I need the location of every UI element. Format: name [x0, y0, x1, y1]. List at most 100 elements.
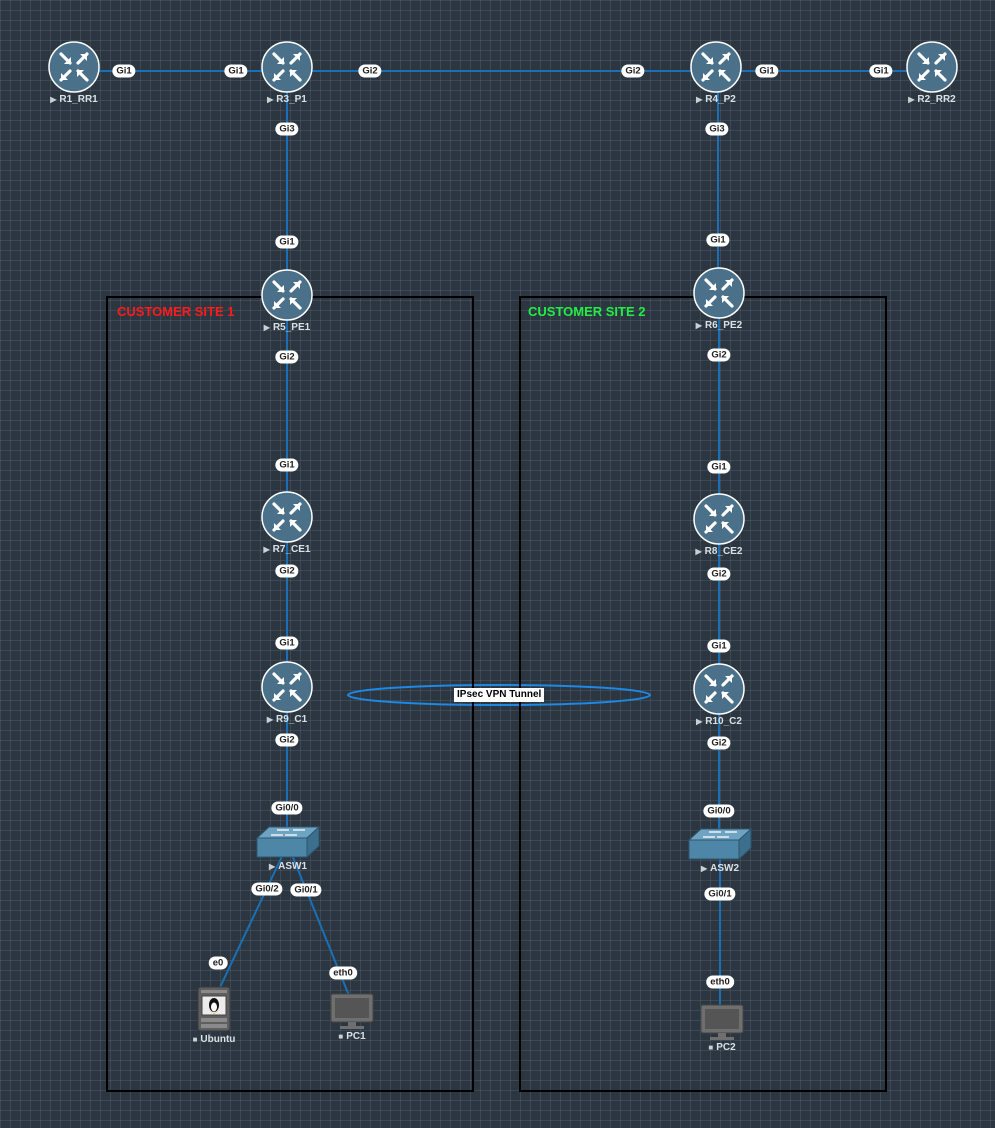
node-label: ▶R7_CE1 [242, 544, 332, 555]
run-indicator-icon: ▶ [696, 717, 703, 726]
node-label: ▶R3_P1 [242, 94, 332, 105]
node-label: ▶R5_PE1 [242, 322, 332, 333]
link-asw1-ubuntu[interactable] [213, 849, 286, 1001]
server-ubuntu[interactable]: ■Ubuntu [169, 985, 259, 1045]
switch-asw2[interactable]: ▶ASW2 [675, 826, 765, 874]
router-icon [261, 661, 313, 713]
run-indicator-icon: ▶ [266, 715, 273, 724]
router-r4-p2[interactable]: ▶R4_P2 [671, 41, 761, 105]
node-label: ▶R10_C2 [674, 716, 764, 727]
node-name: ASW1 [278, 861, 308, 872]
port-label: Gi1 [706, 233, 730, 247]
router-r10-c2[interactable]: ▶R10_C2 [674, 663, 764, 727]
node-name: R9_C1 [276, 714, 308, 725]
port-label: Gi2 [707, 348, 731, 362]
router-icon [261, 269, 313, 321]
router-r9-c1[interactable]: ▶R9_C1 [242, 661, 332, 725]
ipsec-tunnel-ellipse[interactable] [347, 684, 651, 706]
run-indicator-icon: ▶ [267, 95, 274, 104]
port-label: Gi2 [275, 564, 299, 578]
port-label: Gi2 [358, 64, 382, 78]
run-indicator-icon: ▶ [696, 95, 703, 104]
node-label: ■PC1 [307, 1031, 397, 1042]
stopped-indicator-icon: ■ [192, 1035, 198, 1044]
port-label: Gi1 [707, 639, 731, 653]
pc-pc2[interactable]: ■PC2 [677, 1003, 767, 1053]
node-name: R6_PE2 [704, 320, 743, 331]
node-label: ▶R4_P2 [671, 94, 761, 105]
stopped-indicator-icon: ■ [708, 1043, 714, 1052]
customer-site-2-title: CUSTOMER SITE 2 [528, 304, 646, 319]
port-label: Gi0/0 [703, 804, 735, 818]
router-r8-ce2[interactable]: ▶R8_CE2 [674, 493, 764, 557]
switch-asw1[interactable]: ▶ASW1 [243, 824, 333, 872]
router-r6-pe2[interactable]: ▶R6_PE2 [674, 267, 764, 331]
node-label: ▶ASW1 [243, 861, 333, 872]
node-name: R3_P1 [276, 94, 307, 105]
linux-server-icon [197, 986, 231, 1032]
node-name: R1_RR1 [59, 94, 98, 105]
port-label: Gi1 [275, 636, 299, 650]
router-icon [48, 41, 100, 93]
port-label: Gi2 [707, 736, 731, 750]
port-label: Gi1 [755, 64, 779, 78]
ipsec-tunnel-label[interactable]: IPsec VPN Tunnel [454, 688, 545, 702]
port-label: Gi0/2 [251, 882, 283, 896]
run-indicator-icon: ▶ [263, 323, 270, 332]
router-r3-p1[interactable]: ▶R3_P1 [242, 41, 332, 105]
port-label: Gi2 [275, 733, 299, 747]
port-label: Gi1 [707, 460, 731, 474]
port-label: Gi1 [112, 64, 136, 78]
node-name: R7_CE1 [272, 544, 311, 555]
port-label: Gi3 [275, 122, 299, 136]
customer-site-1-title: CUSTOMER SITE 1 [117, 304, 235, 319]
port-label: Gi0/1 [704, 887, 736, 901]
stopped-indicator-icon: ■ [338, 1032, 344, 1041]
router-icon [261, 491, 313, 543]
router-r1-rr1[interactable]: ▶R1_RR1 [29, 41, 119, 105]
node-name: R2_RR2 [917, 94, 956, 105]
router-icon [693, 267, 745, 319]
run-indicator-icon: ▶ [263, 545, 270, 554]
port-label: Gi2 [707, 567, 731, 581]
port-label: Gi0/0 [271, 801, 303, 815]
router-icon [693, 493, 745, 545]
node-name: R5_PE1 [272, 322, 311, 333]
port-label: Gi3 [705, 122, 729, 136]
router-icon [906, 41, 958, 93]
node-name: R8_CE2 [704, 546, 743, 557]
switch-icon [255, 825, 321, 859]
port-label: Gi1 [224, 64, 248, 78]
node-label: ▶R8_CE2 [674, 546, 764, 557]
run-indicator-icon: ▶ [50, 95, 57, 104]
run-indicator-icon: ▶ [695, 547, 702, 556]
node-label: ▶R9_C1 [242, 714, 332, 725]
run-indicator-icon: ▶ [695, 321, 702, 330]
node-name: R10_C2 [705, 716, 742, 727]
router-r2-rr2[interactable]: ▶R2_RR2 [887, 41, 977, 105]
node-label: ■PC2 [677, 1042, 767, 1053]
run-indicator-icon: ▶ [700, 864, 708, 873]
port-label: Gi1 [869, 64, 893, 78]
router-r7-ce1[interactable]: ▶R7_CE1 [242, 491, 332, 555]
node-name: PC2 [716, 1042, 736, 1053]
pc-icon [330, 993, 374, 1029]
run-indicator-icon: ▶ [908, 95, 915, 104]
router-icon [693, 663, 745, 715]
port-label: Gi0/1 [290, 883, 322, 897]
port-label: e0 [208, 956, 228, 970]
node-name: ASW2 [710, 863, 740, 874]
switch-icon [687, 827, 753, 861]
port-label: eth0 [706, 975, 734, 989]
run-indicator-icon: ▶ [268, 862, 276, 871]
router-icon [690, 41, 742, 93]
node-label: ■Ubuntu [169, 1034, 259, 1045]
router-r5-pe1[interactable]: ▶R5_PE1 [242, 269, 332, 333]
port-label: Gi1 [275, 235, 299, 249]
node-name: R4_P2 [705, 94, 736, 105]
node-label: ▶R1_RR1 [29, 94, 119, 105]
port-label: eth0 [329, 966, 357, 980]
pc-pc1[interactable]: ■PC1 [307, 992, 397, 1042]
port-label: Gi1 [275, 458, 299, 472]
node-label: ▶ASW2 [675, 863, 765, 874]
